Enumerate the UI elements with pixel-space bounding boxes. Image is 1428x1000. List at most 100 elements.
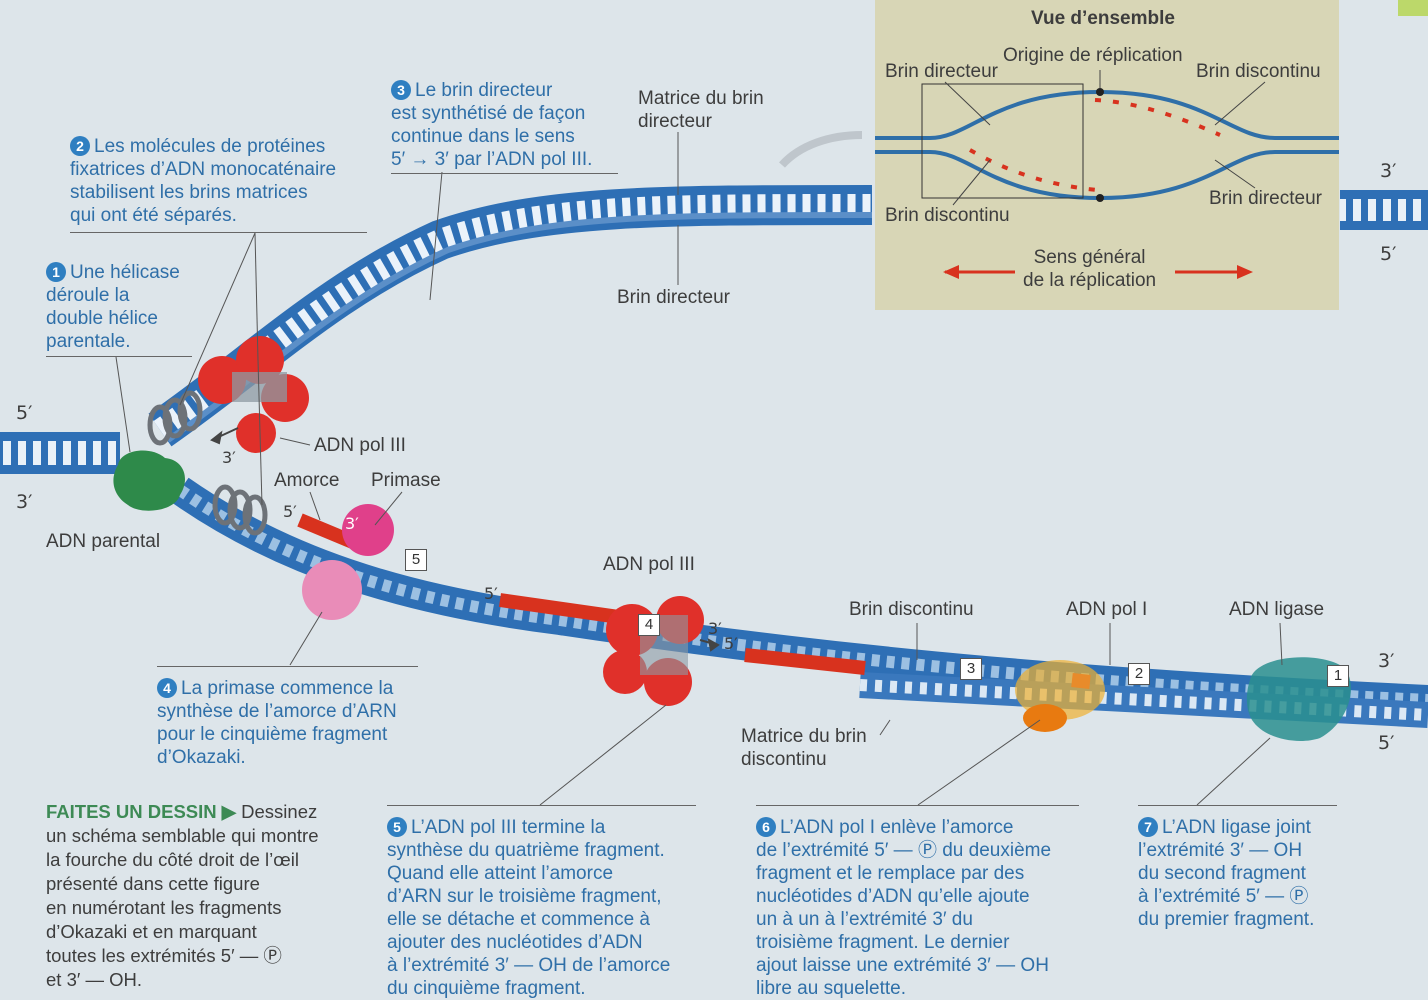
overview-panel: Vue d’ensemble Origine de réplication Br… [875,0,1339,310]
template-lagging-label: Matrice du brin discontinu [741,725,867,771]
step-2-number: 2 [70,136,90,156]
fragment-number-5: 5 [405,549,427,571]
draw-exercise-line: la fourche du côté droit de l’œil [46,848,319,872]
pol-iii-top-label: ADN pol III [314,434,406,457]
draw-exercise-line: présenté dans cette figure [46,872,319,896]
step-3-line: Le brin directeur [415,80,552,101]
overview-direction-label: Sens général de la réplication [1023,246,1156,292]
step-6-line: L’ADN pol I enlève l’amorce [780,817,1013,838]
end-3-fragment-4: 3′ [708,617,722,640]
pol-iii-mid-label: ADN pol III [603,553,695,576]
step-4-line: La primase commence la [181,678,393,699]
end-3-right-top: 3′ [1380,160,1396,183]
draw-exercise-first: Dessinez [241,801,317,822]
overview-title: Vue d’ensemble [1031,7,1175,30]
overview-lagging-right-label: Brin discontinu [1196,60,1321,83]
parental-dna [0,432,120,474]
draw-exercise-line: en numérotant les fragments [46,896,319,920]
step-2-rule [70,232,367,233]
step-5-line: elle se détache et commence à [387,908,670,931]
end-5-left: 5′ [16,402,32,425]
step-1-line: Une hélicase [70,262,180,283]
step-7-rule [1138,805,1337,806]
pol-i-label: ADN pol I [1066,598,1147,621]
template-leading-line-1: Matrice du brin [638,87,764,110]
step-6-line: fragment et le remplace par des [756,862,1051,885]
end-5-fragment-4: 5′ [484,582,498,605]
step-1: 1Une hélicase déroule la double hélice p… [46,261,180,353]
draw-exercise-line: toutes les extrémités 5′ — Ⓟ [46,944,319,968]
step-1-rule [46,356,192,357]
step-3-line: continue dans le sens [391,125,592,148]
dna-pol-i [1015,660,1105,732]
direction-line-1: Sens général [1023,246,1156,269]
overview-origin-label: Origine de réplication [1003,44,1183,67]
green-corner-marker [1398,0,1428,16]
end-5-primer: 5′ [283,500,297,523]
step-4-line: synthèse de l’amorce d’ARN [157,700,397,723]
step-2-line: qui ont été séparés. [70,204,336,227]
helicase [113,451,185,511]
step-7-line: du second fragment [1138,862,1314,885]
draw-exercise-heading: FAITES UN DESSIN ▶ [46,801,236,822]
step-2-line: fixatrices d’ADN monocaténaire [70,158,336,181]
step-5-rule [387,805,696,806]
step-4: 4La primase commence la synthèse de l’am… [157,677,397,769]
step-6-line: ajout laisse une extrémité 3′ — OH [756,954,1051,977]
step-6-line: troisième fragment. Le dernier [756,931,1051,954]
fragment-number-1: 1 [1327,665,1349,687]
step-3-line: est synthétisé de façon [391,102,592,125]
step-4-number: 4 [157,678,177,698]
step-1-line: déroule la [46,284,180,307]
step-6: 6L’ADN pol I enlève l’amorce de l’extrém… [756,816,1051,1000]
step-1-number: 1 [46,262,66,282]
step-5-line: synthèse du quatrième fragment. [387,839,670,862]
step-6-line: nucléotides d’ADN qu’elle ajoute [756,885,1051,908]
step-6-rule [756,805,1079,806]
step-7-line: du premier fragment. [1138,908,1314,931]
primer-label: Amorce [274,469,339,492]
fragment-number-3: 3 [960,658,982,680]
step-3-rule [391,173,618,174]
step-1-line: parentale. [46,330,180,353]
step-4-rule [157,666,418,667]
template-lagging-line-1: Matrice du brin [741,725,867,748]
overview-leading-left-label: Brin directeur [885,60,998,83]
end-5-fragment-3: 5′ [724,632,738,655]
step-7-line: à l’extrémité 5′ — Ⓟ [1138,885,1314,908]
end-5-right-bottom: 5′ [1378,732,1394,755]
end-5-right-top: 5′ [1380,243,1396,266]
step-2: 2Les molécules de protéines fixatrices d… [70,135,336,227]
step-3: 3Le brin directeur est synthétisé de faç… [391,79,592,171]
step-3-line: 5′ → 3′ par l’ADN pol III. [391,148,592,171]
step-2-line: Les molécules de protéines [94,136,325,157]
end-3-primer: 3′ [345,512,359,535]
step-5-line: d’ARN sur le troisième fragment, [387,885,670,908]
step-5-line: Quand elle atteint l’amorce [387,862,670,885]
draw-exercise-line: d’Okazaki et en marquant [46,920,319,944]
step-5-line: à l’extrémité 3′ — OH de l’amorce [387,954,670,977]
draw-exercise: FAITES UN DESSIN ▶ Dessinez un schéma se… [46,800,319,992]
overview-leading-right-label: Brin directeur [1209,187,1322,210]
step-6-number: 6 [756,817,776,837]
step-6-line: de l’extrémité 5′ — Ⓟ du deuxième [756,839,1051,862]
template-leading-line-2: directeur [638,110,764,133]
end-3-helicase: 3′ [222,446,236,469]
end-3-right-bottom: 3′ [1378,650,1394,673]
draw-exercise-line: un schéma semblable qui montre [46,824,319,848]
step-4-line: pour le cinquième fragment [157,723,397,746]
step-5-line: ajouter des nucléotides d’ADN [387,931,670,954]
lagging-strand-label: Brin discontinu [849,598,974,621]
step-1-line: double hélice [46,307,180,330]
leading-strand-right-piece [1340,190,1428,230]
step-3-number: 3 [391,80,411,100]
step-7-line: L’ADN ligase joint [1162,817,1311,838]
step-4-line: d’Okazaki. [157,746,397,769]
step-2-line: stabilisent les brins matrices [70,181,336,204]
draw-exercise-line: et 3′ — OH. [46,968,319,992]
step-5: 5L’ADN pol III termine la synthèse du qu… [387,816,670,1000]
primase-label: Primase [371,469,441,492]
step-7-number: 7 [1138,817,1158,837]
leading-strand-label: Brin directeur [617,286,730,309]
fragment-number-4: 4 [638,614,660,636]
